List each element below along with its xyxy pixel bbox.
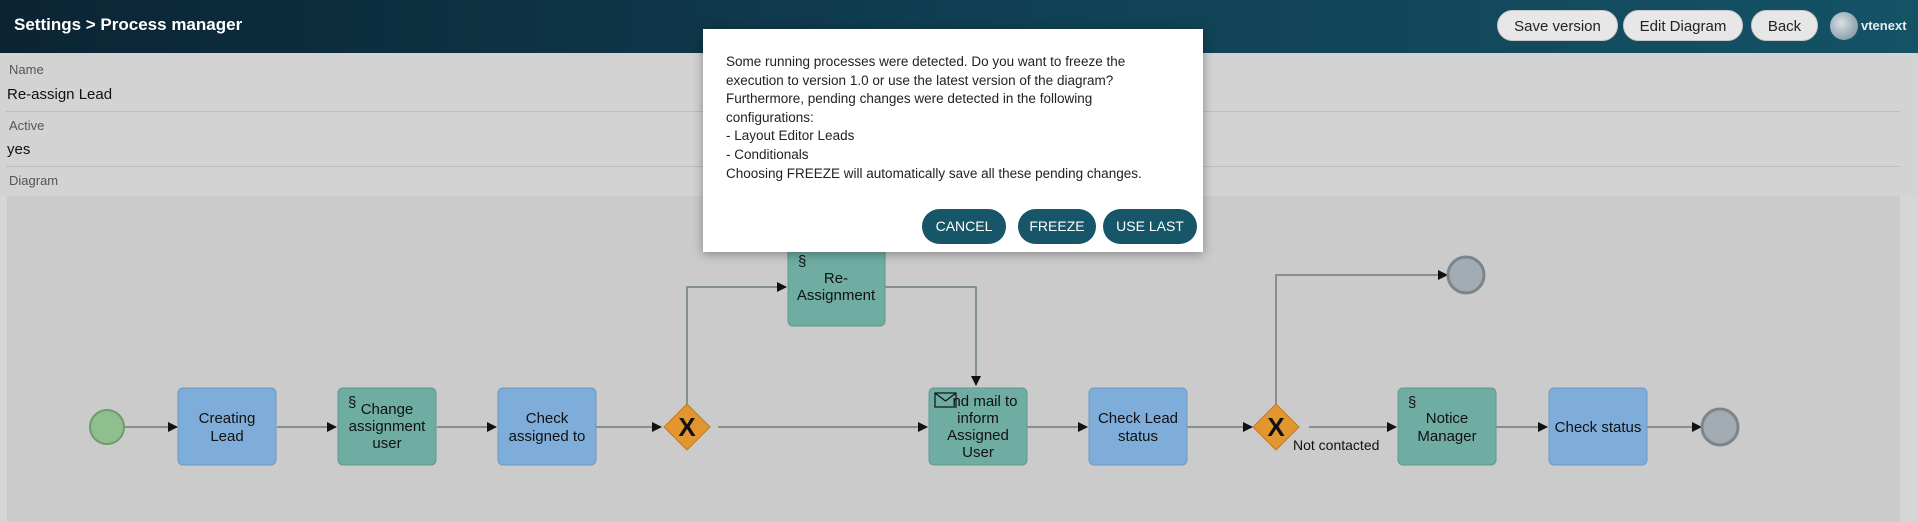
- dialog-line: Choosing FREEZE will automatically save …: [726, 165, 1142, 181]
- sequence-flows: [124, 270, 1702, 432]
- save-version-button[interactable]: Save version: [1497, 10, 1618, 41]
- gateway-x-icon: X: [678, 412, 696, 442]
- task-check-lead-status[interactable]: Check Lead status: [1088, 387, 1188, 466]
- end-event[interactable]: [1446, 255, 1486, 295]
- envelope-icon: [934, 392, 957, 408]
- back-button[interactable]: Back: [1751, 10, 1818, 41]
- end-event[interactable]: [1700, 407, 1740, 447]
- task-label: Re-: [824, 270, 848, 287]
- start-event[interactable]: [89, 409, 125, 445]
- diagram-canvas: Creating Lead § Change assignment user C…: [89, 247, 1740, 466]
- dialog-message: Some running processes were detected. Do…: [726, 53, 1186, 183]
- task-label: status: [1118, 428, 1158, 445]
- task-label: nd mail to: [952, 393, 1017, 410]
- dialog-line: - Conditionals: [726, 146, 809, 162]
- task-label: Check: [526, 410, 569, 427]
- name-label: Name: [9, 62, 44, 77]
- task-label: inform: [957, 410, 999, 427]
- dialog-line: Some running processes were detected. Do…: [726, 54, 1126, 69]
- dialog-line: Furthermore, pending changes were detect…: [726, 91, 1093, 107]
- dialog-line: configurations:: [726, 109, 814, 125]
- flow-label-not-contacted: Not contacted: [1293, 437, 1379, 453]
- task-send-mail[interactable]: nd mail to inform Assigned User: [928, 387, 1028, 466]
- freeze-version-dialog: Some running processes were detected. Do…: [703, 29, 1203, 252]
- task-label: Check status: [1555, 419, 1642, 436]
- task-notice-manager[interactable]: § Notice Manager: [1397, 387, 1497, 466]
- task-change-assignment-user[interactable]: § Change assignment user: [337, 387, 437, 466]
- script-icon: §: [1408, 394, 1416, 411]
- task-reassignment[interactable]: § Re- Assignment: [787, 247, 886, 327]
- name-value: Re-assign Lead: [7, 86, 113, 103]
- exclusive-gateway[interactable]: X: [1252, 403, 1300, 451]
- breadcrumb: Settings > Process manager: [14, 15, 243, 34]
- exclusive-gateway[interactable]: X: [663, 403, 711, 451]
- diagram-label: Diagram: [9, 173, 59, 188]
- task-check-status[interactable]: Check status: [1548, 387, 1648, 466]
- task-label: Manager: [1417, 428, 1476, 445]
- process-diagram: Creating Lead § Change assignment user C…: [7, 196, 1900, 522]
- vtenext-logo: vtenext: [1830, 12, 1914, 42]
- script-icon: §: [798, 253, 806, 270]
- task-label: Assigned: [947, 427, 1009, 444]
- dialog-line: - Layout Editor Leads: [726, 128, 855, 144]
- task-label: User: [962, 444, 994, 461]
- gateway-x-icon: X: [1267, 412, 1285, 442]
- task-label: Check Lead: [1098, 410, 1178, 427]
- freeze-button[interactable]: FREEZE: [1018, 209, 1096, 244]
- task-label: assigned to: [509, 428, 586, 445]
- dialog-line: execution to version 1.0 or use the late…: [726, 72, 1114, 88]
- cancel-button[interactable]: CANCEL: [922, 209, 1006, 244]
- edit-diagram-button[interactable]: Edit Diagram: [1623, 10, 1743, 41]
- script-icon: §: [348, 394, 356, 411]
- use-last-button[interactable]: USE LAST: [1103, 209, 1197, 244]
- task-check-assigned-to[interactable]: Check assigned to: [497, 387, 597, 466]
- logo-text: vtenext: [1861, 18, 1907, 33]
- task-label: user: [372, 435, 401, 452]
- task-label: Creating: [199, 410, 256, 427]
- active-value: yes: [7, 141, 31, 158]
- logo-mark-icon: [1830, 12, 1858, 40]
- task-creating-lead[interactable]: Creating Lead: [177, 387, 277, 466]
- task-label: Notice: [1426, 410, 1469, 427]
- active-label: Active: [9, 118, 45, 133]
- task-label: assignment: [349, 418, 427, 435]
- task-label: Lead: [210, 428, 243, 445]
- task-label: Assignment: [797, 287, 876, 304]
- task-label: Change: [361, 401, 414, 418]
